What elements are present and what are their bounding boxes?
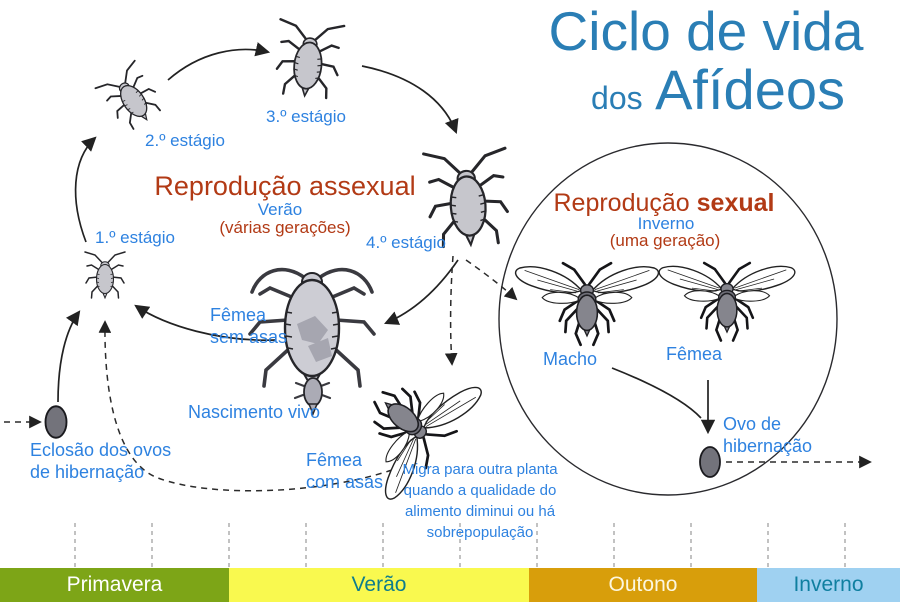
female-label: Fêmea [665, 344, 723, 364]
sexual-heading-emphasis: sexual [696, 189, 775, 217]
page-title-line-1: Ciclo de vida [548, 0, 864, 62]
hibernation-egg-illustration [699, 446, 721, 478]
wingless-female-label: Fêmea sem asas [210, 305, 288, 347]
molt-arrow-stage1-to-stage2 [74, 136, 97, 243]
stage-4-label: 4.º estágio [366, 233, 446, 252]
page-title-line-2: dos Afídeos [591, 62, 845, 118]
migration-note: Migra para outra planta quando a qualida… [402, 461, 558, 541]
season-outono: Outono [529, 568, 757, 602]
sexual-heading-prefix: Reprodução [553, 189, 697, 217]
aphid-stage-3-illustration [271, 18, 346, 101]
title-dos-text: dos [591, 80, 643, 116]
stage-2-label: 2.º estágio [145, 131, 225, 150]
stage-3-label: 3.º estágio [266, 107, 346, 126]
arrow-stage4-to-wingless-female [384, 259, 459, 325]
arrow-male-to-egg [611, 367, 702, 419]
arrow-livebirth-to-stage1 [134, 304, 277, 341]
hatching-egg-illustration [44, 405, 68, 439]
dashed-arrow-stage4-to-winged-female [444, 255, 458, 366]
sexual-cycle-circle [498, 142, 838, 496]
asexual-season-label: Verão [257, 200, 303, 219]
dashed-migration-arrow-to-stage1 [98, 320, 393, 492]
molt-arrow-stage2-to-stage3 [167, 42, 271, 81]
live-birth-label: Nascimento vivo [188, 402, 321, 422]
molt-arrow-stage3-to-stage4 [361, 65, 459, 135]
winged-female-label: Fêmea com asas [306, 450, 384, 492]
stage-1-label: 1.º estágio [95, 228, 175, 247]
male-aphid-illustration [514, 261, 660, 347]
dashed-arrow-stage4-to-male [465, 259, 518, 301]
asexual-generations-note: (várias gerações) [219, 218, 351, 237]
arrow-hatching-to-stage1 [57, 310, 81, 403]
aphid-stage-1-illustration [84, 251, 126, 299]
sexual-season-label: Inverno [637, 214, 695, 233]
sexual-generation-note: (uma geração) [609, 231, 721, 250]
sexual-female-illustration [657, 261, 797, 342]
male-label: Macho [542, 349, 598, 369]
season-primavera: Primavera [0, 568, 229, 602]
title-afideos-text: Afídeos [655, 58, 845, 121]
asexual-reproduction-heading: Reprodução assexual [154, 171, 416, 201]
egg-hatching-label: Eclosão dos ovos de hibernação [30, 440, 172, 482]
season-verao: Verão [229, 568, 529, 602]
aphid-stage-2-illustration [94, 59, 168, 135]
season-inverno: Inverno [757, 568, 900, 602]
hibernation-egg-label: Ovo de hibernação [723, 414, 813, 456]
sexual-reproduction-heading: Reprodução sexual [554, 188, 775, 219]
